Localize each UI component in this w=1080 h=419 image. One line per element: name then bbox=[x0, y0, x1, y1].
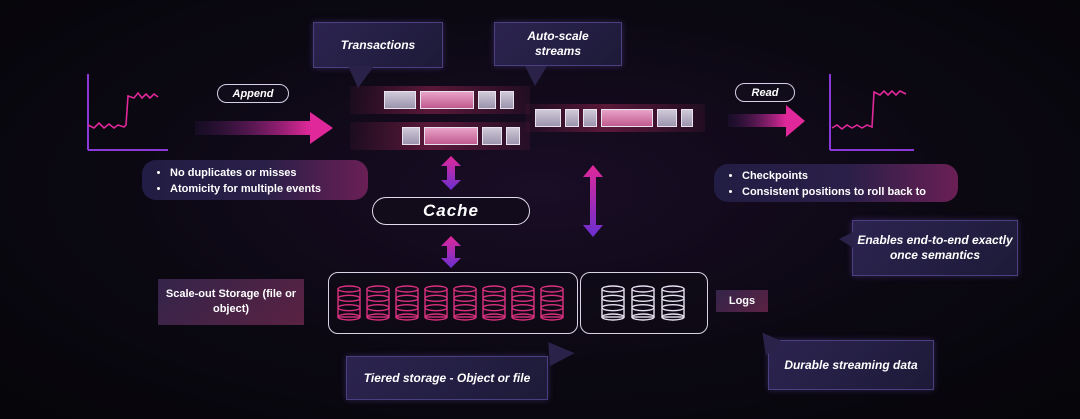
read-arrow-icon bbox=[728, 105, 805, 137]
left-bullets: No duplicates or misses Atomicity for mu… bbox=[142, 160, 368, 200]
transactions-callout-text: Transactions bbox=[340, 37, 416, 52]
stream-segment bbox=[500, 91, 514, 109]
double-arrow-icon bbox=[583, 165, 603, 237]
autoscale-callout: Auto-scale streams bbox=[494, 22, 622, 86]
stream-segment bbox=[478, 91, 496, 109]
double-arrow-icon bbox=[441, 156, 461, 190]
database-icon bbox=[395, 285, 419, 321]
log-storage-box bbox=[580, 272, 708, 334]
stream-segment bbox=[420, 91, 474, 109]
left-bullet-item: Atomicity for multiple events bbox=[170, 181, 368, 197]
scale-out-storage-label: Scale-out Storage (file or object) bbox=[158, 279, 304, 325]
stream-segment bbox=[657, 109, 677, 127]
tiered-storage-callout: Tiered storage - Object or file bbox=[346, 333, 575, 400]
end-to-end-callout: Enables end-to-end exactly once semantic… bbox=[839, 220, 1018, 276]
append-label: Append bbox=[217, 84, 289, 103]
stream-segment bbox=[681, 109, 693, 127]
tiered-storage-box bbox=[328, 272, 578, 334]
left-line-chart-icon bbox=[87, 74, 168, 151]
cache-box: Cache bbox=[372, 197, 530, 225]
database-icon bbox=[601, 285, 625, 321]
stream-segment bbox=[583, 109, 597, 127]
right-line-chart-icon bbox=[829, 74, 914, 151]
database-icon bbox=[482, 285, 506, 321]
stream-segment bbox=[482, 127, 502, 145]
durable-streaming-callout-text: Durable streaming data bbox=[784, 357, 918, 372]
database-icon bbox=[661, 285, 685, 321]
stream-segment bbox=[506, 127, 520, 145]
stream-row-bottom bbox=[350, 122, 530, 150]
database-icon bbox=[424, 285, 448, 321]
database-icon bbox=[540, 285, 564, 321]
database-icon bbox=[631, 285, 655, 321]
database-group bbox=[337, 285, 564, 321]
stream-segment bbox=[384, 91, 416, 109]
left-bullet-item: No duplicates or misses bbox=[170, 165, 368, 181]
durable-streaming-callout: Durable streaming data bbox=[753, 326, 934, 390]
tiered-storage-callout-text: Tiered storage - Object or file bbox=[363, 370, 531, 385]
database-icon bbox=[366, 285, 390, 321]
stream-segment bbox=[424, 127, 478, 145]
stream-segment bbox=[565, 109, 579, 127]
stream-segment bbox=[601, 109, 653, 127]
logs-label: Logs bbox=[716, 290, 768, 312]
transactions-callout: Transactions bbox=[313, 22, 443, 88]
autoscale-callout-text: Auto-scale streams bbox=[527, 29, 589, 58]
double-arrow-icon bbox=[441, 236, 461, 268]
database-group bbox=[601, 285, 685, 321]
database-icon bbox=[337, 285, 361, 321]
right-bullets: Checkpoints Consistent positions to roll… bbox=[714, 164, 958, 202]
database-icon bbox=[511, 285, 535, 321]
right-bullet-item: Consistent positions to roll back to bbox=[742, 184, 958, 200]
stream-segment bbox=[402, 127, 420, 145]
append-arrow-icon bbox=[195, 112, 333, 144]
stream-row-top bbox=[350, 86, 530, 114]
end-to-end-callout-text: Enables end-to-end exactly once semantic… bbox=[857, 233, 1013, 262]
right-bullet-item: Checkpoints bbox=[742, 168, 958, 184]
read-label: Read bbox=[735, 83, 795, 102]
stream-row-autoscaled bbox=[525, 104, 705, 132]
database-icon bbox=[453, 285, 477, 321]
stream-segment bbox=[535, 109, 561, 127]
